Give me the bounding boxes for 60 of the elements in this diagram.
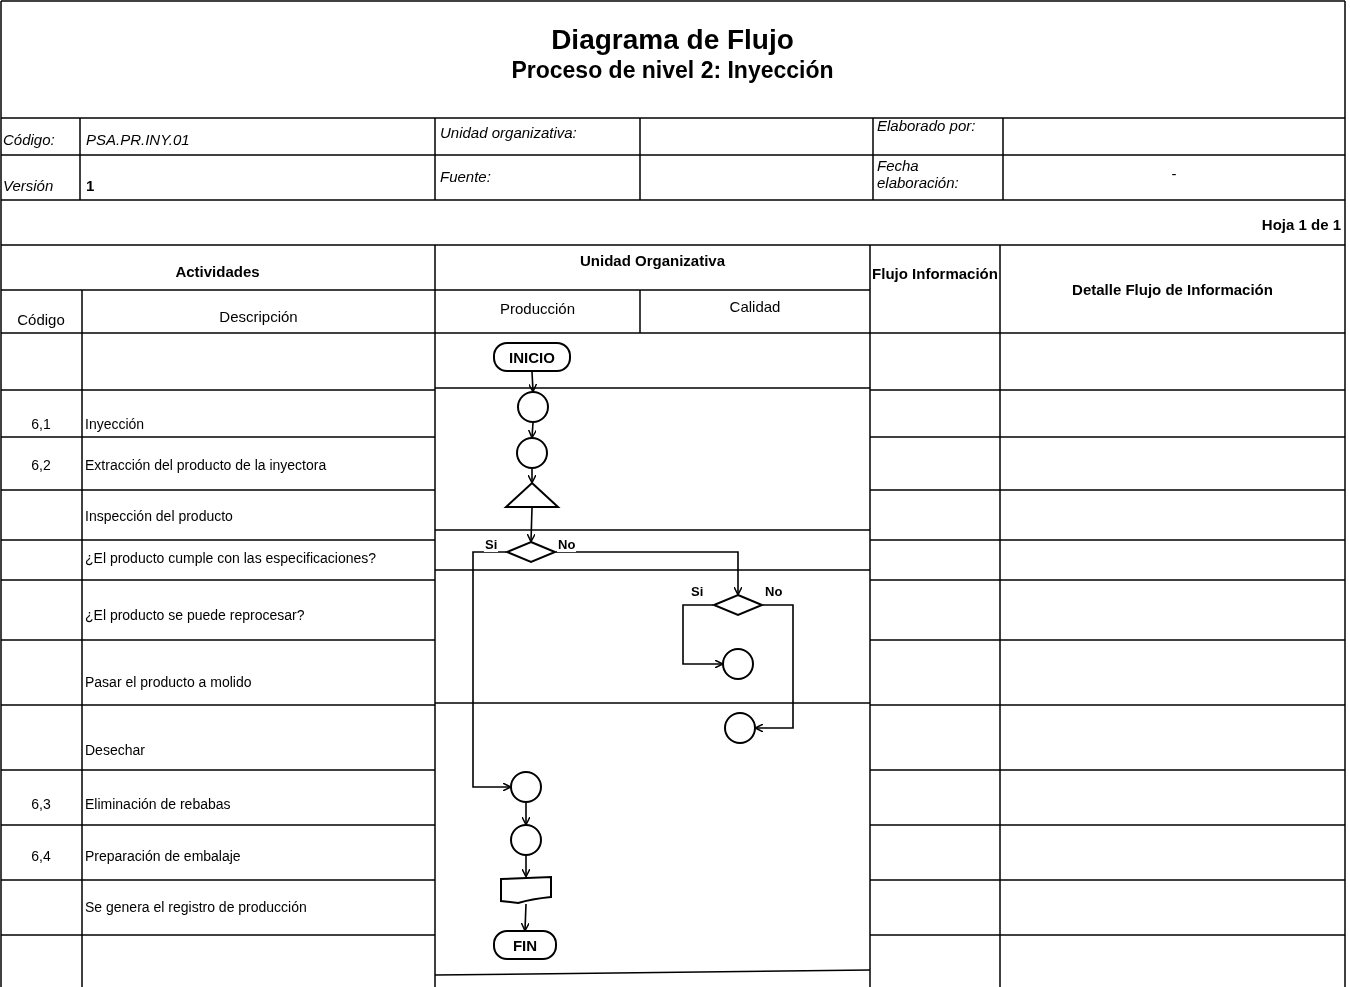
arrow [527, 468, 537, 484]
page-number: Hoja 1 de 1 [1260, 216, 1341, 233]
decision-diamond [713, 594, 763, 616]
terminal-node: INICIO [493, 342, 571, 372]
circle-node [510, 771, 542, 803]
decision-diamond [506, 541, 556, 563]
diagram-title: Diagrama de Flujo [550, 24, 795, 56]
edge-label: Si [690, 585, 705, 599]
activity-description: Eliminación de rebabas [85, 796, 232, 813]
activity-description: Inspección del producto [85, 508, 234, 525]
arrow [682, 604, 724, 669]
circle-node [724, 712, 756, 744]
activity-description: Preparación de embalaje [85, 848, 242, 865]
field-label: Elaborado por: [877, 117, 977, 134]
column-header: Calidad [728, 298, 782, 315]
arrow [527, 422, 538, 439]
edge-label: No [557, 538, 577, 552]
activity-description: Extracción del producto de la inyectora [85, 457, 328, 474]
field-label: Unidad organizativa: [440, 124, 578, 141]
column-header: Producción [498, 300, 576, 317]
column-header: Flujo Información [871, 265, 999, 282]
activity-description: ¿El producto cumple con las especificaciones? [85, 550, 378, 567]
activity-code: 6,2 [30, 457, 52, 474]
field-value: - [1170, 165, 1178, 182]
activity-code: 6,3 [30, 796, 52, 813]
field-label: Código: [3, 131, 56, 148]
column-header: Código [16, 311, 66, 328]
arrow [472, 551, 512, 792]
document-shape [500, 876, 552, 904]
terminal-node: FIN [493, 930, 557, 960]
column-header: Detalle Flujo de Información [1071, 281, 1274, 298]
circle-node [517, 391, 549, 423]
circle-node [510, 824, 542, 856]
field-value: PSA.PR.INY.01 [86, 131, 191, 148]
arrow [527, 371, 538, 393]
activity-description: Se genera el registro de producción [85, 899, 308, 916]
field-label: Fecha elaboración: [877, 157, 960, 191]
circle-node [516, 437, 548, 469]
field-value: 1 [86, 177, 96, 194]
field-label: Fuente: [440, 168, 492, 185]
activity-code: 6,4 [30, 848, 52, 865]
activity-description: ¿El producto se puede reprocesar? [85, 607, 306, 624]
column-header: Descripción [218, 308, 299, 325]
circle-node [722, 648, 754, 680]
edge-label: Si [484, 538, 499, 552]
column-header: Actividades [174, 263, 261, 280]
activity-description: Inyección [85, 416, 146, 433]
field-label: Versión [3, 177, 55, 194]
arrow [754, 604, 794, 733]
arrow [555, 551, 743, 596]
activity-code: 6,1 [30, 416, 52, 433]
activity-description: Pasar el producto a molido [85, 674, 253, 691]
arrow [526, 507, 536, 543]
edge-label: No [764, 585, 784, 599]
arrow [521, 855, 531, 878]
inspection-triangle [505, 482, 559, 508]
arrow [521, 802, 531, 826]
column-header: Unidad Organizativa [579, 252, 726, 269]
arrow [520, 903, 530, 932]
activity-description: Desechar [85, 742, 146, 759]
